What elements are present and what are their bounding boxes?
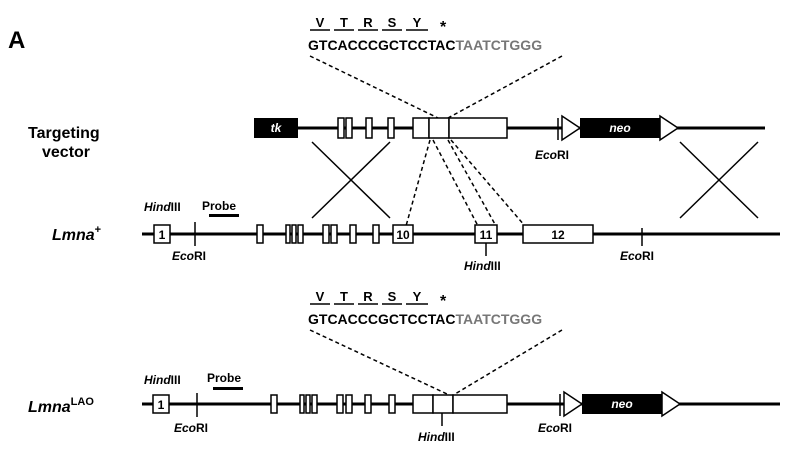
row-label-vector: vector	[42, 144, 90, 161]
utr-sequence: TAATCTGGG	[456, 311, 543, 327]
stop-codon-mark: *	[440, 19, 447, 36]
neo-label: neo	[609, 121, 630, 135]
exon-box	[299, 394, 305, 414]
amino-acid-label: R	[363, 15, 373, 30]
loxp-triangle	[661, 390, 682, 418]
recombination-cross	[311, 141, 391, 219]
zoom-line	[309, 329, 448, 395]
ecori-label: EcoRI	[172, 249, 206, 263]
ecori-label: EcoRI	[620, 249, 654, 263]
row-label-wt: Lmna+	[52, 224, 101, 244]
coding-sequence: GTCACCCGCTCCTAC	[308, 37, 456, 53]
row-label-targeting: Targeting	[28, 125, 100, 142]
exon-box	[330, 224, 338, 244]
dna-sequence: GTCACCCGCTCCTACTAATCTGGG	[308, 311, 542, 327]
hindiii-label: HindIII	[144, 373, 181, 387]
exon-11	[432, 394, 454, 414]
exon-box	[365, 117, 373, 139]
exon-box	[372, 224, 380, 244]
dna-sequence: GTCACCCGCTCCTACTAATCTGGG	[308, 37, 542, 53]
amino-acid-label: R	[363, 289, 373, 304]
exon-number: 10	[396, 228, 410, 242]
exon-12	[448, 117, 508, 139]
exon-box	[270, 394, 278, 414]
exon-correspondence-line	[432, 139, 479, 227]
exon-10	[392, 224, 414, 244]
exon-box	[291, 224, 297, 244]
exon-box	[345, 394, 353, 414]
hindiii-label: HindIII	[144, 200, 181, 214]
exon-box	[311, 394, 318, 414]
neo-cassette	[582, 394, 662, 414]
ecori-label: EcoRI	[174, 421, 208, 435]
row-label-lao: LmnaLAO	[28, 396, 94, 416]
exon-number: 12	[551, 228, 565, 242]
exon-10	[412, 394, 434, 414]
exon-12	[452, 394, 508, 414]
exon-1	[153, 224, 171, 244]
recombination-cross	[679, 141, 759, 219]
ecori-label: EcoRI	[538, 421, 572, 435]
exon-10	[412, 117, 430, 139]
zoom-line	[309, 55, 439, 119]
stop-codon-mark: *	[440, 293, 447, 310]
exon-box	[337, 117, 345, 139]
amino-acid-label: V	[316, 15, 325, 30]
utr-sequence: TAATCTGGG	[456, 37, 543, 53]
exon-correspondence-line	[450, 139, 526, 227]
exon-box	[305, 394, 311, 414]
exon-correspondence-line	[405, 139, 431, 227]
exon-12	[522, 224, 594, 244]
exon-1	[152, 394, 170, 414]
amino-acid-label: S	[388, 289, 397, 304]
amino-acid-label: T	[340, 15, 348, 30]
zoom-line	[447, 55, 563, 119]
exon-11	[428, 117, 450, 139]
exon-box	[297, 224, 304, 244]
exon-box	[364, 394, 372, 414]
zoom-line	[454, 329, 563, 395]
amino-acid-label: Y	[413, 15, 422, 30]
loxp-triangle	[563, 390, 584, 418]
tk-label: tk	[271, 121, 283, 135]
exon-box	[336, 394, 344, 414]
exon-number: 1	[159, 228, 166, 242]
coding-sequence: GTCACCCGCTCCTAC	[308, 311, 456, 327]
probe-bar	[213, 387, 243, 390]
exon-box	[285, 224, 291, 244]
exon-box	[349, 224, 357, 244]
amino-acid-label: V	[316, 289, 325, 304]
exon-number: 1	[158, 398, 165, 412]
loxp-triangle	[659, 114, 680, 142]
bottom-sequence-block: V T R S Y * GTCACCCGCTCCTACTAATCTGGG	[308, 289, 542, 327]
exon-correspondence-line	[447, 139, 497, 227]
panel-label: A	[8, 27, 25, 54]
tk-cassette	[254, 118, 298, 138]
probe-label: Probe	[202, 199, 236, 213]
probe-bar	[209, 214, 239, 217]
exon-box	[345, 117, 353, 139]
exon-number: 11	[480, 228, 493, 242]
exon-box	[387, 117, 395, 139]
probe-label: Probe	[207, 371, 241, 385]
exon-box	[388, 394, 396, 414]
amino-acid-label: S	[388, 15, 397, 30]
loxp-triangle	[561, 114, 582, 142]
ecori-label: EcoRI	[535, 148, 569, 162]
amino-acid-label: T	[340, 289, 348, 304]
neo-label: neo	[611, 397, 632, 411]
top-sequence-block: V T R S Y * GTCACCCGCTCCTACTAATCTGGG	[308, 15, 542, 53]
exon-box	[256, 224, 264, 244]
exon-box	[322, 224, 330, 244]
amino-acid-label: Y	[413, 289, 422, 304]
hindiii-label: HindIII	[418, 430, 455, 444]
hindiii-label: HindIII	[464, 259, 501, 273]
neo-cassette	[580, 118, 660, 138]
